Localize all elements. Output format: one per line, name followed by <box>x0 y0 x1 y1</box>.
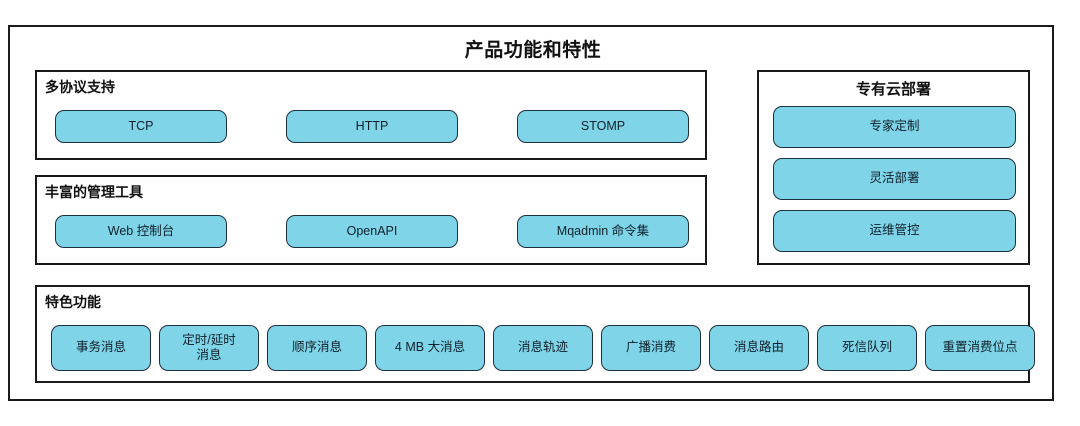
section-protocols-heading: 多协议支持 <box>45 79 115 95</box>
chip-cloud-expert-customization[interactable]: 专家定制 <box>773 106 1016 148</box>
diagram-outer-frame: 产品功能和特性 多协议支持 TCP HTTP STOMP 丰富的管理工具 Web… <box>8 25 1054 401</box>
section-management-tools-heading: 丰富的管理工具 <box>45 184 143 200</box>
chip-feature-transactional-message[interactable]: 事务消息 <box>51 325 151 371</box>
chip-feature-broadcast-consumption[interactable]: 广播消费 <box>601 325 701 371</box>
chip-protocol-tcp[interactable]: TCP <box>55 110 227 143</box>
chip-feature-scheduled-delayed-message[interactable]: 定时/延时 消息 <box>159 325 259 371</box>
section-dedicated-cloud-heading: 专有云部署 <box>855 81 931 98</box>
chip-feature-reset-consumer-offset[interactable]: 重置消费位点 <box>925 325 1035 371</box>
section-featured-functions: 特色功能 事务消息 定时/延时 消息 顺序消息 4 MB 大消息 消息轨迹 广播… <box>35 285 1035 383</box>
section-management-tools: 丰富的管理工具 Web 控制台 OpenAPI Mqadmin 命令集 <box>35 175 707 265</box>
chip-feature-large-message[interactable]: 4 MB 大消息 <box>375 325 485 371</box>
chip-cloud-ops-control[interactable]: 运维管控 <box>773 210 1016 252</box>
chip-tool-mqadmin[interactable]: Mqadmin 命令集 <box>517 215 689 248</box>
section-featured-functions-heading: 特色功能 <box>45 294 101 310</box>
chip-feature-message-routing[interactable]: 消息路由 <box>709 325 809 371</box>
chip-protocol-stomp[interactable]: STOMP <box>517 110 689 143</box>
chip-feature-dead-letter-queue[interactable]: 死信队列 <box>817 325 917 371</box>
chip-tool-openapi[interactable]: OpenAPI <box>286 215 458 248</box>
chip-cloud-flexible-deployment[interactable]: 灵活部署 <box>773 158 1016 200</box>
chip-feature-ordered-message[interactable]: 顺序消息 <box>267 325 367 371</box>
chip-protocol-http[interactable]: HTTP <box>286 110 458 143</box>
page-title: 产品功能和特性 <box>464 40 602 61</box>
section-protocols: 多协议支持 TCP HTTP STOMP <box>35 70 707 160</box>
chip-tool-web-console[interactable]: Web 控制台 <box>55 215 227 248</box>
section-dedicated-cloud: 专有云部署 专家定制 灵活部署 运维管控 <box>757 70 1030 265</box>
chip-feature-message-trace[interactable]: 消息轨迹 <box>493 325 593 371</box>
